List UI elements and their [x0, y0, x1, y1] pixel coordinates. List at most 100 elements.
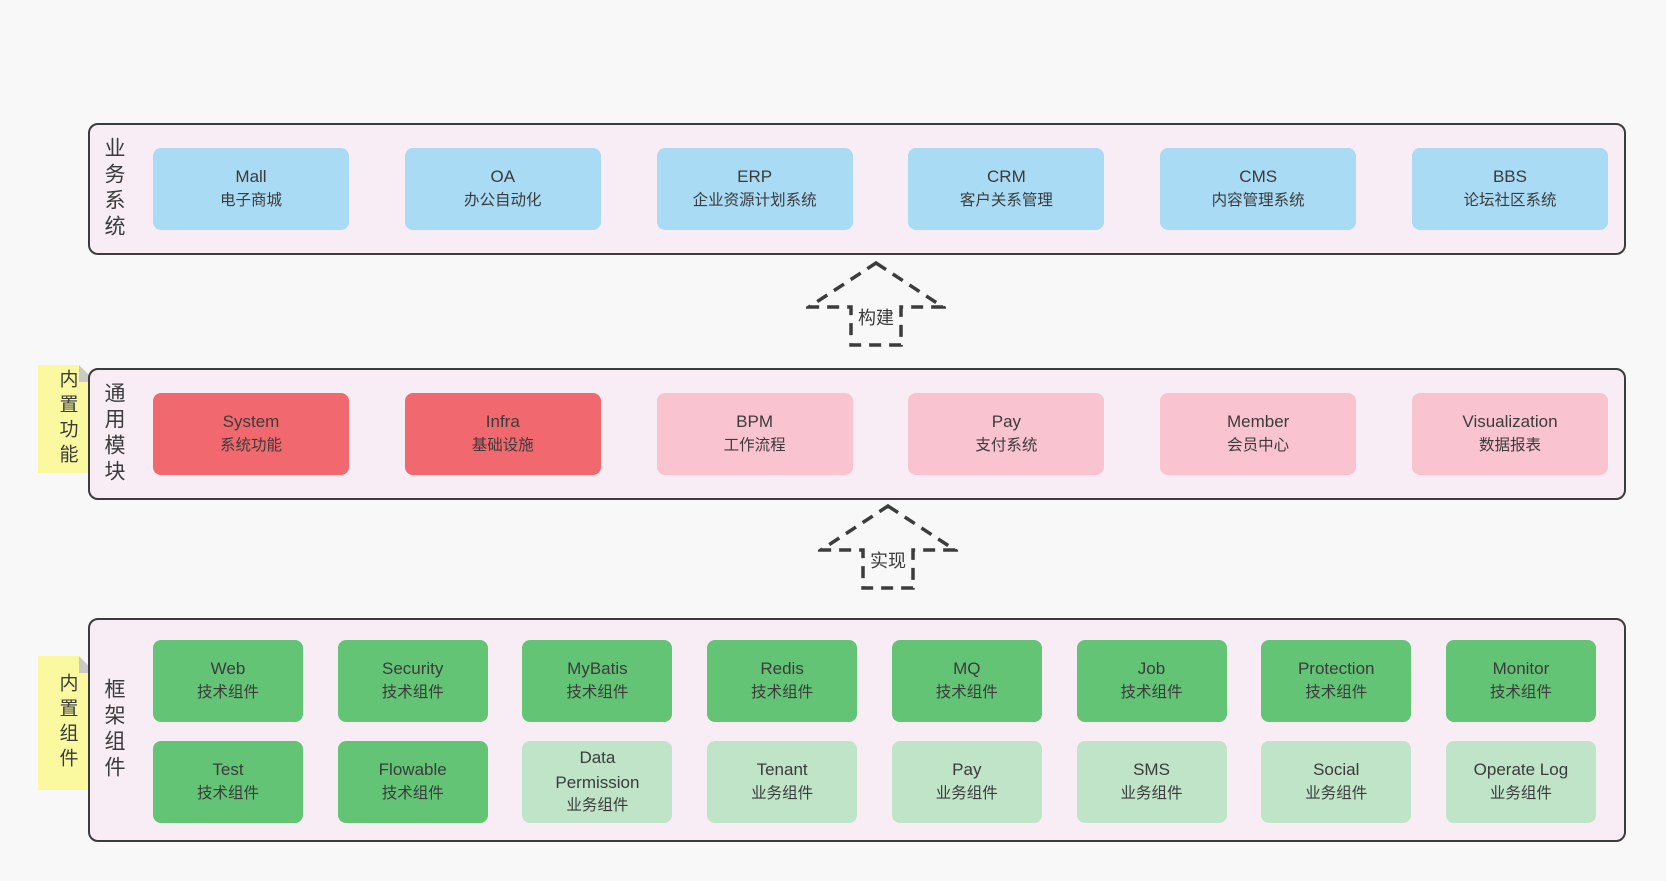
box-infra: Infra 基础设施: [404, 393, 601, 475]
common-modules-boxes: System 系统功能 Infra 基础设施 BPM 工作流程 Pay 支付系统 Member 会…: [153, 370, 1608, 498]
box-system: System 系统功能: [153, 393, 349, 475]
box-label-line: Monitor: [1492, 659, 1550, 679]
box-flowable: Flowable 技术组件: [337, 741, 488, 823]
box-label-line: 客户关系管理: [959, 192, 1053, 210]
box-member: Member 会员中心: [1160, 393, 1357, 475]
box-label-line: SMS: [1133, 760, 1170, 780]
box-label-line: 内容管理系统: [1211, 192, 1305, 210]
box-crm: CRM 客户关系管理: [908, 148, 1105, 230]
band-common-modules: 通用模块 System 系统功能 Infra 基础设施 BPM 工作流程 Pay 支付系统 Me…: [88, 368, 1626, 500]
band-business-systems: 业务系统 Mall 电子商城 OA 办公自动化 ERP 企业资源计划系统 CRM 客户关系管理…: [88, 123, 1626, 255]
box-label-line: 论坛社区系统: [1463, 192, 1557, 210]
box-label-line: 业务组件: [1120, 785, 1183, 803]
box-label-line: 技术组件: [196, 785, 259, 803]
box-label-line: 技术组件: [1489, 684, 1552, 702]
box-label-line: 技术组件: [1305, 684, 1368, 702]
box-label-line: Data: [579, 748, 616, 768]
box-label-line: Pay: [952, 760, 982, 780]
box-label-line: 业务组件: [566, 797, 629, 815]
box-label-line: 技术组件: [196, 684, 259, 702]
box-mq: MQ 技术组件: [891, 640, 1042, 722]
box-label-line: 技术组件: [381, 684, 444, 702]
box-label-line: 业务组件: [935, 785, 998, 803]
box-row: Mall 电子商城 OA 办公自动化 ERP 企业资源计划系统 CRM 客户关系管理 CMS 内容…: [153, 148, 1608, 230]
box-label-line: 电子商城: [219, 192, 282, 210]
box-pay: Pay 业务组件: [891, 741, 1042, 823]
box-label-line: Permission: [555, 772, 640, 792]
box-visualization: Visualization 数据报表: [1411, 393, 1608, 475]
box-label-line: Flowable: [378, 760, 447, 780]
box-erp: ERP 企业资源计划系统: [656, 148, 853, 230]
box-sms: SMS 业务组件: [1076, 741, 1227, 823]
box-label-line: 企业资源计划系统: [692, 192, 817, 210]
box-label-line: 数据报表: [1478, 437, 1541, 455]
implement-arrow-label: 实现: [867, 547, 909, 573]
box-label-line: OA: [490, 167, 516, 187]
box-label-line: 业务组件: [1489, 785, 1552, 803]
sticky-note-builtin-features-text: 内置功能: [56, 369, 78, 469]
box-job: Job 技术组件: [1076, 640, 1227, 722]
box-label-line: Infra: [485, 412, 520, 432]
box-mybatis: MyBatis 技术组件: [522, 640, 673, 722]
box-label-line: 技术组件: [935, 684, 998, 702]
box-label-line: 业务组件: [1305, 785, 1368, 803]
box-tenant: Tenant 业务组件: [707, 741, 858, 823]
box-label-line: Visualization: [1462, 412, 1558, 432]
box-label-line: 支付系统: [975, 437, 1038, 455]
business-systems-boxes: Mall 电子商城 OA 办公自动化 ERP 企业资源计划系统 CRM 客户关系管理 CMS 内容…: [153, 125, 1608, 253]
sticky-note-builtin-components-text: 内置组件: [56, 673, 78, 773]
box-redis: Redis 技术组件: [707, 640, 858, 722]
box-cms: CMS 内容管理系统: [1160, 148, 1357, 230]
box-label-line: Mall: [235, 167, 267, 187]
box-pay: Pay 支付系统: [908, 393, 1105, 475]
box-label-line: 系统功能: [219, 437, 282, 455]
box-label-line: 业务组件: [751, 785, 814, 803]
box-label-line: System: [222, 412, 280, 432]
box-label-line: Member: [1227, 412, 1290, 432]
box-label-line: Redis: [760, 659, 804, 679]
box-label-line: Pay: [991, 412, 1022, 432]
box-label-line: MQ: [953, 659, 981, 679]
box-label-line: 技术组件: [566, 684, 629, 702]
band-business-systems-label: 业务系统: [102, 137, 125, 241]
build-arrow-label: 构建: [855, 304, 897, 330]
box-label-line: 技术组件: [381, 785, 444, 803]
box-label-line: CMS: [1239, 167, 1278, 187]
box-bpm: BPM 工作流程: [656, 393, 853, 475]
box-label-line: ERP: [737, 167, 773, 187]
box-label-line: 工作流程: [723, 437, 786, 455]
box-mall: Mall 电子商城: [153, 148, 349, 230]
box-label-line: Operate Log: [1473, 760, 1569, 780]
box-monitor: Monitor 技术组件: [1445, 640, 1596, 722]
box-label-line: MyBatis: [567, 659, 628, 679]
box-label-line: 技术组件: [1120, 684, 1183, 702]
box-label-line: 基础设施: [471, 437, 534, 455]
box-row: System 系统功能 Infra 基础设施 BPM 工作流程 Pay 支付系统 Member 会…: [153, 393, 1608, 475]
box-label-line: Job: [1137, 659, 1166, 679]
implement-arrow: 实现: [818, 503, 958, 591]
box-label-line: BPM: [736, 412, 774, 432]
box-label-line: BBS: [1492, 167, 1527, 187]
build-arrow: 构建: [806, 260, 946, 348]
box-security: Security 技术组件: [337, 640, 488, 722]
box-label-line: Security: [381, 659, 444, 679]
band-framework-components-label: 框架组件: [102, 678, 125, 782]
box-label-line: Tenant: [756, 760, 808, 780]
box-oa: OA 办公自动化: [404, 148, 601, 230]
box-label-line: 技术组件: [751, 684, 814, 702]
box-label-line: 会员中心: [1227, 437, 1290, 455]
band-common-modules-label: 通用模块: [102, 382, 125, 486]
box-label-line: 办公自动化: [464, 192, 542, 210]
box-operate-log: Operate Log 业务组件: [1445, 741, 1596, 823]
box-label-line: CRM: [987, 167, 1026, 187]
